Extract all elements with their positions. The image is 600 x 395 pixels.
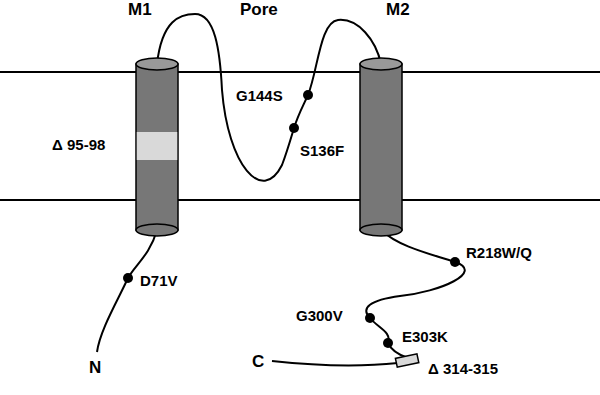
- terminus-label: C: [252, 352, 264, 372]
- mutation-dot: [123, 273, 133, 283]
- deletion-band: [137, 132, 178, 160]
- n-terminal-tail: [97, 230, 157, 352]
- pore-loop: [157, 14, 381, 181]
- c-terminal-tail: [366, 230, 465, 358]
- mutation-dot: [450, 257, 460, 267]
- m2-bottom: [360, 224, 402, 236]
- membrane-outer-line: [0, 71, 600, 73]
- m2-top: [360, 58, 402, 70]
- mutation-dot: [289, 123, 299, 133]
- helix-name: M1: [128, 0, 152, 20]
- mutation-label: D71V: [140, 272, 178, 289]
- m1-helix: [136, 58, 178, 236]
- deletion-label: Δ 314-315: [428, 360, 498, 377]
- deletion-box: [395, 354, 418, 367]
- m2-body: [360, 64, 402, 230]
- membrane-inner-line: [0, 199, 600, 201]
- helix-name: M2: [386, 0, 410, 20]
- region-name: Pore: [240, 0, 278, 20]
- m1-top: [136, 58, 178, 70]
- mutation-dot: [383, 338, 393, 348]
- c-terminal-end: [272, 361, 398, 365]
- mutation-dot: [303, 90, 313, 100]
- mutation-label: G144S: [236, 87, 283, 104]
- mutation-label: S136F: [300, 142, 344, 159]
- deletion-label: Δ 95-98: [52, 136, 105, 153]
- mutation-dot: [365, 313, 375, 323]
- terminus-label: N: [89, 358, 101, 378]
- mutation-label: R218W/Q: [466, 244, 532, 261]
- m1-body: [136, 64, 178, 230]
- mutation-label: G300V: [296, 307, 343, 324]
- mutation-label: E303K: [402, 328, 448, 345]
- m2-helix: [360, 58, 402, 236]
- m1-bottom: [136, 224, 178, 236]
